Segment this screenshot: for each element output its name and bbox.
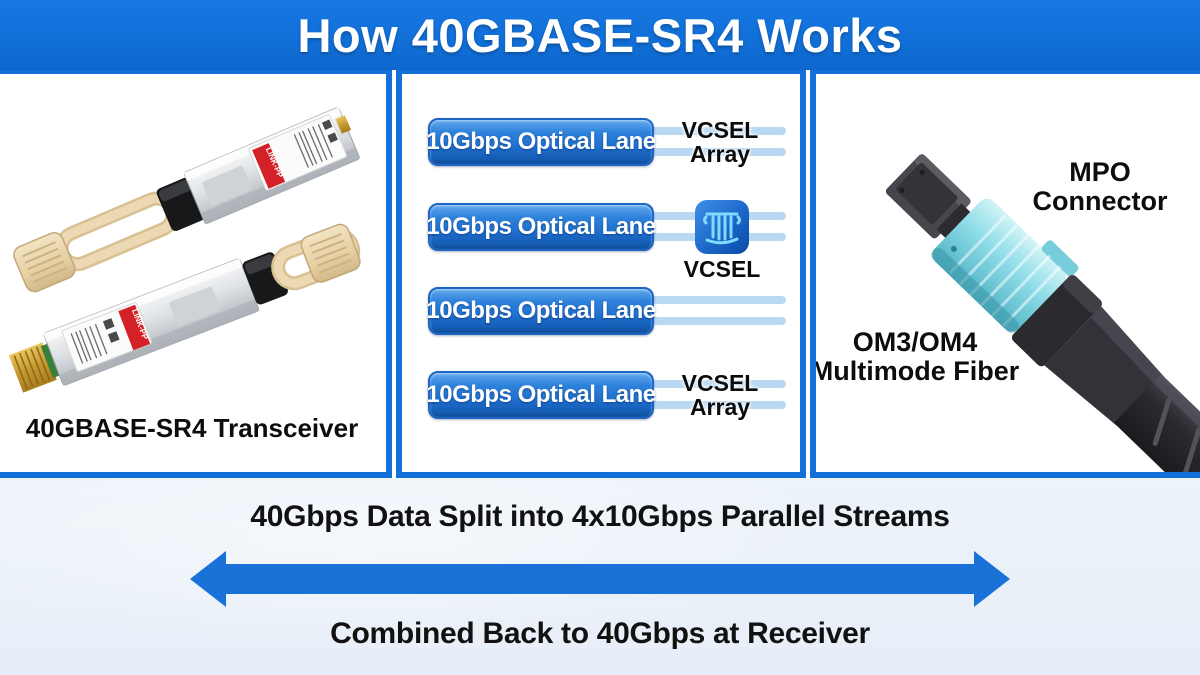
qsfp-transceiver-bottom: LINK-PP xyxy=(8,223,361,393)
vcsel-array-note-1: VCSEL Array xyxy=(681,117,759,167)
double-headed-arrow xyxy=(190,551,1010,607)
vcsel-laser-array-icon xyxy=(695,200,749,254)
lane-button-2: 10Gbps Optical Lane xyxy=(426,203,656,251)
lane-button-4: 10Gbps Optical Lane xyxy=(426,371,656,419)
qsfp-transceivers-illustration: LINK-PP LINK-PP xyxy=(8,107,361,393)
lane-button-1: 10Gbps Optical Lane xyxy=(426,118,656,166)
fiber-line xyxy=(652,296,786,304)
fiber-line xyxy=(652,401,786,409)
vcsel-note-2: VCSEL xyxy=(683,256,761,282)
lane-button-3: 10Gbps Optical Lane xyxy=(426,287,656,335)
combined-receiver-text: Combined Back to 40Gbps at Receiver xyxy=(330,617,870,650)
fiber-line xyxy=(652,148,786,156)
mpo-cable-illustration xyxy=(885,154,1200,472)
title-banner: How 40GBASE-SR4 Works xyxy=(0,0,1200,70)
fiber-line xyxy=(652,317,786,325)
optical-lanes-panel: 10Gbps Optical Lane VCSEL Array 10Gbps O… xyxy=(396,68,806,478)
lane-label: 10Gbps Optical Lane xyxy=(426,297,656,324)
mpo-connector-panel: MPO Connector OM3/OM4 Multimode Fiber xyxy=(810,68,1200,478)
lane-label: 10Gbps Optical Lane xyxy=(426,381,656,408)
transceiver-panel: LINK-PP LINK-PP xyxy=(0,68,392,478)
lane-label: 10Gbps Optical Lane xyxy=(426,128,656,155)
split-streams-text: 40Gbps Data Split into 4x10Gbps Parallel… xyxy=(250,500,950,533)
mpo-connector-label: MPO Connector xyxy=(1032,157,1168,216)
bottom-summary-section: 40Gbps Data Split into 4x10Gbps Parallel… xyxy=(0,478,1200,675)
qsfp-transceiver-top: LINK-PP xyxy=(13,107,361,293)
vcsel-array-note-4: VCSEL Array xyxy=(681,370,759,420)
fiber-line xyxy=(652,380,786,388)
page-title: How 40GBASE-SR4 Works xyxy=(297,8,903,62)
fiber-line xyxy=(652,127,786,135)
lane-label: 10Gbps Optical Lane xyxy=(426,213,656,240)
multimode-fiber-label: OM3/OM4 Multimode Fiber xyxy=(810,327,1020,386)
transceiver-caption: 40GBASE-SR4 Transceiver xyxy=(25,413,359,443)
